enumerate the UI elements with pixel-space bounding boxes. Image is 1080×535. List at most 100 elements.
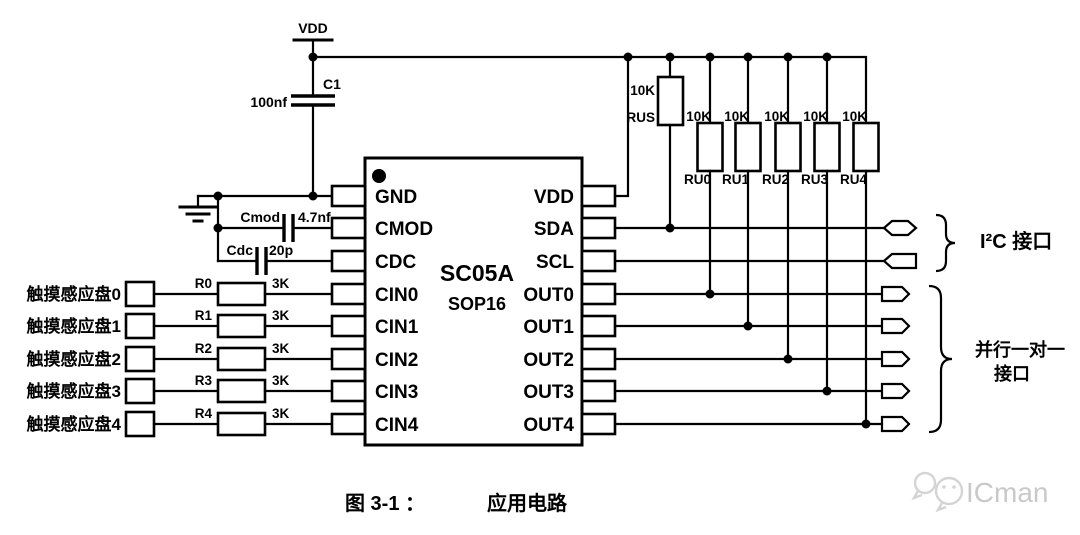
resistor-body (813, 121, 841, 173)
i2c-brace-icon (935, 213, 956, 273)
resistor-body (734, 121, 762, 173)
watermark-text: ICman (966, 477, 1048, 508)
out2-connector-icon (880, 350, 911, 368)
pin-stub-gnd (330, 184, 367, 208)
resistor-name: R4 (195, 406, 213, 421)
junction-dot (308, 191, 318, 201)
touch-pad-label: 触摸感应盘3 (26, 381, 121, 401)
resistor-body (696, 121, 724, 173)
out1-connector-icon (880, 317, 911, 335)
resistor-body (216, 411, 267, 437)
pin-label: CMOD (375, 219, 433, 240)
pin-stub-cin3 (330, 379, 367, 403)
pin-stub-cin1 (330, 314, 367, 338)
pin-stub-out3 (580, 379, 617, 403)
resistor-value: 10K (686, 109, 711, 124)
cdc-branch: Cdc 20p (216, 242, 334, 275)
pin-label: CIN2 (375, 350, 418, 371)
touch-channel-1: 触摸感应盘1 R1 3K (26, 308, 334, 340)
resistor-name: RUS (626, 110, 655, 125)
touch-pad-label: 触摸感应盘2 (26, 349, 121, 369)
power-rail: VDD C1 100nf (250, 20, 868, 198)
resistor-name: RU1 (722, 172, 749, 187)
pin-label: CIN0 (375, 285, 418, 306)
i2c-interface-label: I²C 接口 (980, 230, 1052, 253)
junction-dot (822, 386, 832, 396)
scl-input-connector-icon (882, 252, 918, 270)
cmod-value: 4.7nf (298, 209, 331, 225)
resistor-value: 3K (272, 406, 290, 421)
pin-label: CIN1 (375, 317, 419, 338)
pullup-network: 10K RUS 10K RU0 10K RU1 10K RU2 (623, 52, 880, 429)
pin-stub-out2 (580, 347, 617, 371)
logo-eye-icon (952, 485, 956, 489)
resistor-body (216, 313, 267, 339)
resistor-body (656, 75, 685, 127)
resistor-value: 10K (630, 83, 655, 98)
junction-dot (308, 52, 318, 62)
junction-dot (705, 289, 715, 299)
figure-caption: 图 3-1 ： 应用电路 (345, 491, 568, 515)
pin-label: OUT0 (523, 285, 574, 306)
pin-stub-scl (580, 249, 617, 273)
sda-bidir-connector-icon (882, 219, 918, 237)
interface-labels: I²C 接口 并行一对一 接口 (928, 213, 1065, 434)
touch-pad-symbol (124, 312, 156, 340)
right-wiring (613, 55, 888, 426)
touch-channel-4: 触摸感应盘4 R4 3K (26, 406, 334, 438)
ic-package: SOP16 (448, 294, 506, 314)
pin-label: OUT1 (523, 317, 574, 338)
touch-channel-0: 触摸感应盘0 R0 3K (26, 276, 334, 308)
resistor-value: 3K (272, 276, 290, 291)
touch-channel-2: 触摸感应盘2 R2 3K (26, 341, 334, 373)
logo-eye-icon (942, 485, 946, 489)
pullup-ru4: 10K RU4 (840, 109, 880, 429)
pullup-ru3: 10K RU3 (801, 55, 841, 396)
ground-network: Cmod 4.7nf Cdc 20p (178, 191, 334, 275)
resistor-name: R3 (195, 373, 213, 388)
pin-label: SDA (534, 219, 574, 240)
pullup-rus: 10K RUS (626, 55, 685, 233)
resistor-body (216, 281, 267, 307)
resistor-name: R2 (195, 341, 212, 356)
logo-face-icon (934, 476, 964, 506)
resistor-name: R0 (195, 276, 212, 291)
junction-dot (743, 321, 753, 331)
parallel-interface-label-line2: 接口 (994, 363, 1030, 384)
c1-name: C1 (323, 76, 341, 92)
resistor-body (852, 121, 880, 173)
resistor-name: RU3 (801, 172, 828, 187)
pin-stub-cmod (330, 216, 367, 240)
resistor-name: RU4 (840, 172, 867, 187)
junction-dot (665, 223, 675, 233)
pin-stub-cin0 (330, 282, 367, 306)
connectors (880, 219, 918, 433)
pin-stub-out1 (580, 314, 617, 338)
vdd-net-label: VDD (298, 20, 328, 36)
ic-sc05a: SC05A SOP16 GND CMOD CDC CIN0 CIN1 CIN2 … (330, 156, 617, 447)
pullup-ru1: 10K RU1 (722, 55, 762, 331)
pin-label: VDD (534, 187, 574, 208)
junction-dot (213, 191, 223, 201)
pin1-dot-icon (372, 169, 386, 183)
junction-dot (783, 354, 793, 364)
resistor-value: 10K (764, 109, 789, 124)
resistor-value: 10K (803, 109, 828, 124)
vdd-pin-wire (613, 55, 630, 198)
ic-body (363, 156, 584, 447)
resistor-value: 3K (272, 308, 290, 323)
pin-label: OUT2 (523, 350, 574, 371)
pin-label: GND (375, 187, 417, 208)
pin-label: CIN4 (375, 415, 419, 436)
cdc-value: 20p (269, 242, 293, 258)
pin-stub-out0 (580, 282, 617, 306)
pin-stub-cin4 (330, 412, 367, 436)
parallel-brace-icon (928, 284, 953, 434)
resistor-value: 10K (724, 109, 749, 124)
vdd-rail-wire (311, 55, 868, 125)
ic-name: SC05A (440, 260, 514, 286)
touch-pad-symbol (124, 280, 156, 308)
pin-label: CIN3 (375, 382, 418, 403)
resistor-value: 3K (272, 341, 290, 356)
